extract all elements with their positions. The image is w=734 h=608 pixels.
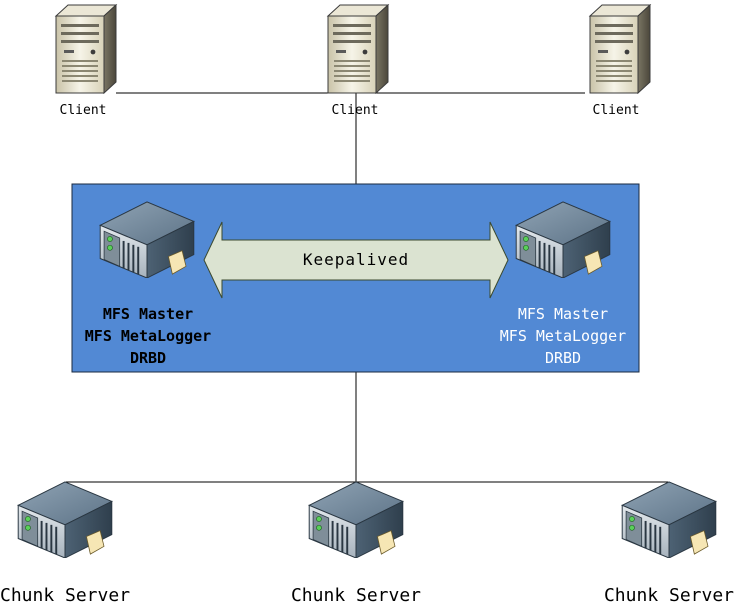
keepalived-label: Keepalived [303, 250, 409, 269]
desktop-tower-icon [327, 4, 389, 94]
master-right-line-1: MFS Master [518, 305, 608, 323]
client-node-1: Client [55, 4, 117, 118]
desktop-tower-icon [55, 4, 117, 94]
master-left-line-1: MFS Master [103, 305, 193, 323]
rack-server-icon [621, 480, 717, 558]
master-node-left: MFS Master MFS MetaLogger DRBD [85, 200, 211, 367]
client-label: Client [593, 103, 640, 118]
master-cluster-box: Keepalived MFS Master MFS MetaLogger DRB… [71, 183, 640, 373]
master-right-line-2: MFS MetaLogger [500, 327, 626, 345]
rack-server-icon [308, 480, 404, 558]
client-label: Client [332, 103, 379, 118]
master-right-line-3: DRBD [545, 349, 581, 367]
master-node-right: MFS Master MFS MetaLogger DRBD [500, 200, 626, 367]
keepalived-double-arrow [203, 221, 509, 299]
chunk-server-node-1: Chunk Server [0, 480, 130, 606]
chunk-server-label: Chunk Server [0, 585, 130, 606]
chunk-server-label: Chunk Server [604, 585, 734, 606]
master-left-line-3: DRBD [130, 349, 166, 367]
client-node-2: Client [327, 4, 389, 118]
desktop-tower-icon [589, 4, 651, 94]
master-left-line-2: MFS MetaLogger [85, 327, 211, 345]
client-label: Client [60, 103, 107, 118]
client-node-3: Client [589, 4, 651, 118]
rack-server-icon [17, 480, 113, 558]
chunk-server-node-2: Chunk Server [291, 480, 421, 606]
chunk-server-label: Chunk Server [291, 585, 421, 606]
chunk-server-node-3: Chunk Server [604, 480, 734, 606]
